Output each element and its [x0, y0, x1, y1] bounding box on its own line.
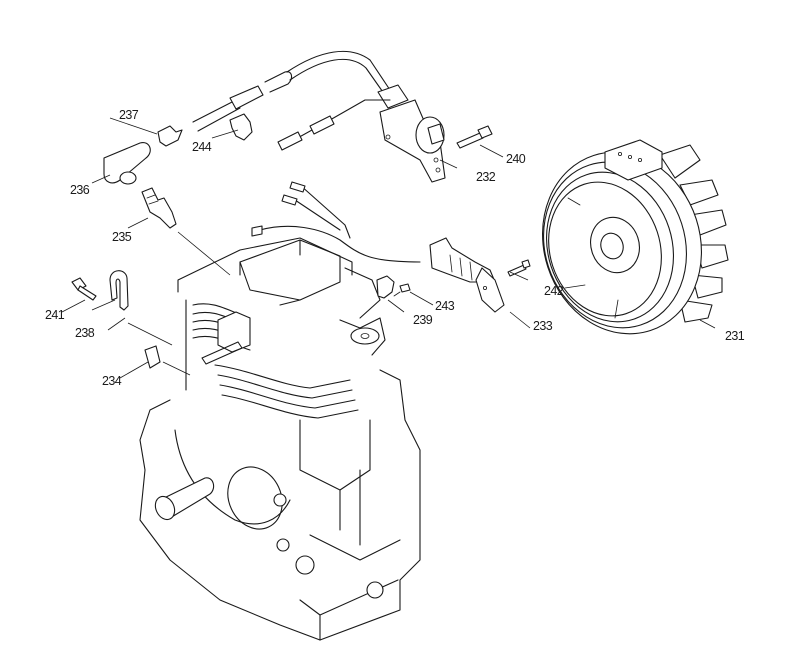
label-238: 238 [75, 326, 95, 340]
label-236: 236 [70, 183, 90, 197]
terminal-clip-237[interactable] [157, 125, 183, 147]
label-233: 233 [533, 319, 553, 333]
spark-plug-235[interactable] [141, 187, 177, 229]
leader-lines [61, 117, 716, 379]
cord-clip-244[interactable] [229, 113, 253, 141]
label-243: 243 [435, 299, 455, 313]
label-237: 237 [119, 108, 139, 122]
engine-block [139, 237, 421, 641]
clamp-bolt-241[interactable] [71, 277, 97, 301]
ignition-coil-232[interactable] [192, 50, 446, 183]
label-231: 231 [725, 329, 745, 343]
grommet-234[interactable] [144, 345, 161, 369]
label-240: 240 [506, 152, 526, 166]
label-235: 235 [112, 230, 132, 244]
charge-coil-233[interactable] [251, 181, 505, 313]
wire-clamp-238[interactable] [109, 270, 129, 311]
label-241: 241 [45, 308, 65, 322]
spark-plug-cap-236[interactable] [103, 141, 151, 185]
coil-bolt-240[interactable] [456, 125, 493, 149]
clamp-screw-243[interactable] [393, 283, 411, 297]
label-244: 244 [192, 140, 212, 154]
wire-clamp-239[interactable] [376, 275, 395, 299]
charge-coil-screw-242[interactable] [507, 259, 531, 277]
label-242: 242 [544, 284, 564, 298]
label-234: 234 [102, 374, 122, 388]
label-232: 232 [476, 170, 496, 184]
label-239: 239 [413, 313, 433, 327]
part-labels: 237 236 235 244 240 232 241 238 234 243 … [45, 108, 745, 388]
flywheel-231[interactable] [519, 131, 729, 354]
